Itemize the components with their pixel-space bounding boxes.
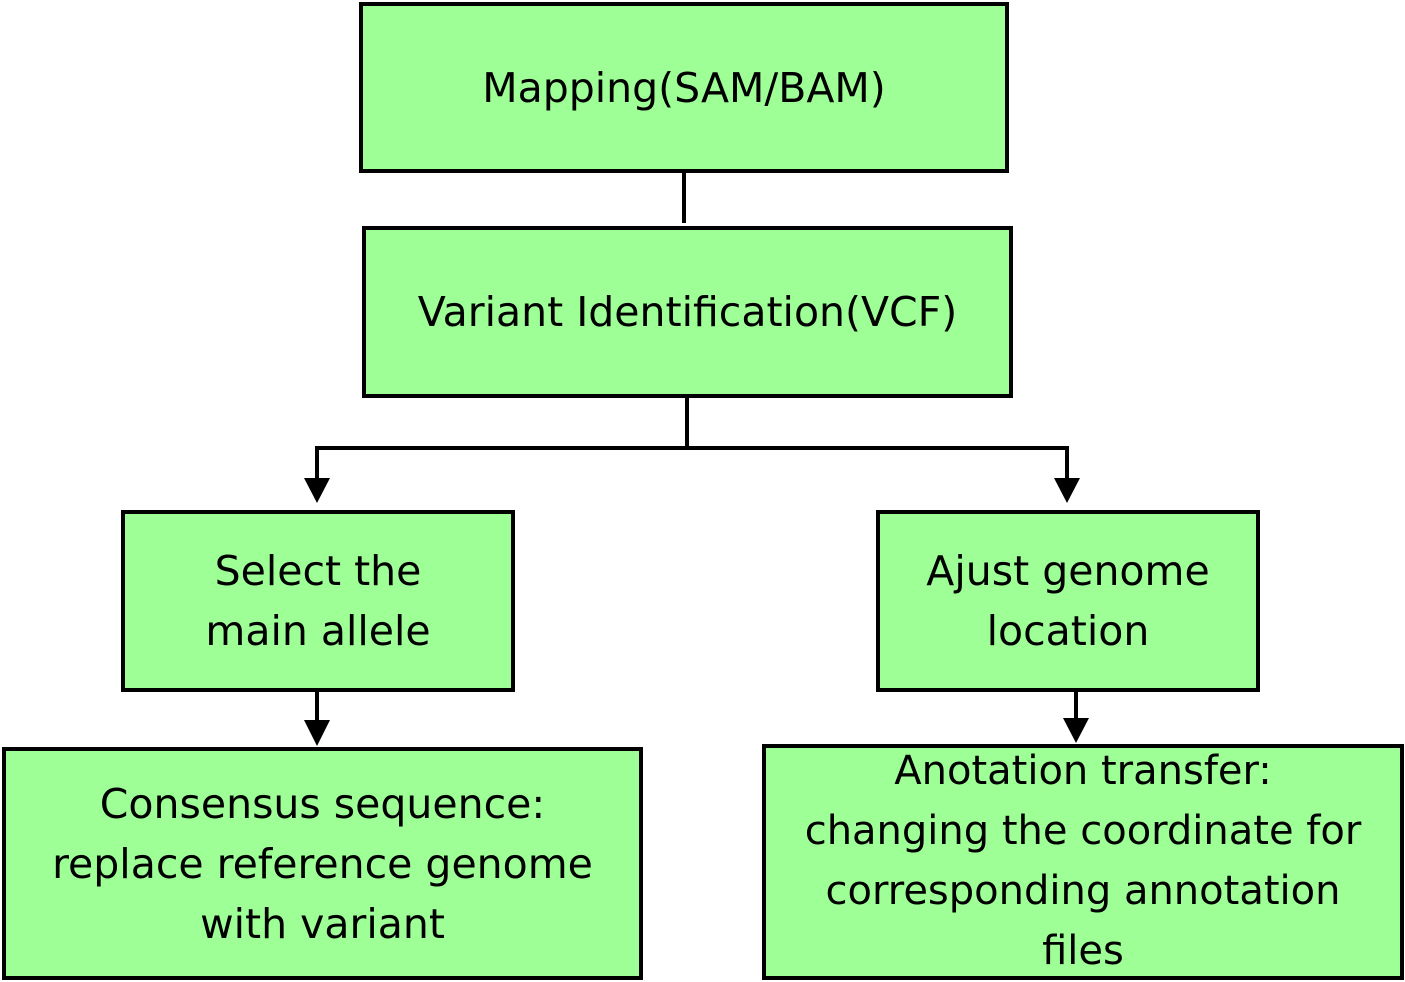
node-select-label: Select the main allele [205, 541, 430, 661]
arrowhead-anotation [1063, 718, 1089, 743]
node-consensus-label: Consensus sequence: replace reference ge… [52, 774, 593, 954]
node-anotation-label: Anotation transfer: changing the coordin… [805, 741, 1362, 981]
node-anotation-line-1: Anotation transfer: [894, 748, 1272, 794]
node-mapping-line-1: Mapping(SAM/BAM) [482, 63, 886, 112]
node-ajust-label: Ajust genome location [926, 541, 1209, 661]
node-anotation-line-4: files [1042, 928, 1124, 974]
node-anotation-line-2: changing the coordinate for [804, 808, 1362, 854]
node-anotation-transfer: Anotation transfer: changing the coordin… [762, 744, 1404, 980]
node-consensus-line-1: Consensus sequence: [99, 779, 546, 828]
node-select-line-1: Select the [214, 547, 422, 595]
node-mapping: Mapping(SAM/BAM) [359, 2, 1009, 173]
arrowhead-select [304, 478, 330, 503]
node-consensus-sequence: Consensus sequence: replace reference ge… [2, 747, 643, 980]
node-select-main-allele: Select the main allele [121, 510, 515, 692]
node-consensus-line-3: with variant [200, 899, 445, 948]
node-select-line-2: main allele [205, 607, 431, 655]
node-variant-identification: Variant Identification(VCF) [362, 226, 1013, 398]
arrowhead-consensus [304, 720, 330, 746]
node-consensus-line-2: replace reference genome [52, 839, 593, 888]
node-variant-label: Variant Identification(VCF) [418, 282, 958, 342]
node-ajust-genome-location: Ajust genome location [876, 510, 1260, 692]
node-anotation-line-3: corresponding annotation [825, 868, 1341, 914]
node-variant-line-1: Variant Identification(VCF) [417, 288, 958, 336]
node-mapping-label: Mapping(SAM/BAM) [482, 58, 886, 118]
node-ajust-line-2: location [986, 607, 1150, 655]
arrowhead-ajust [1054, 478, 1080, 503]
node-ajust-line-1: Ajust genome [926, 547, 1210, 595]
